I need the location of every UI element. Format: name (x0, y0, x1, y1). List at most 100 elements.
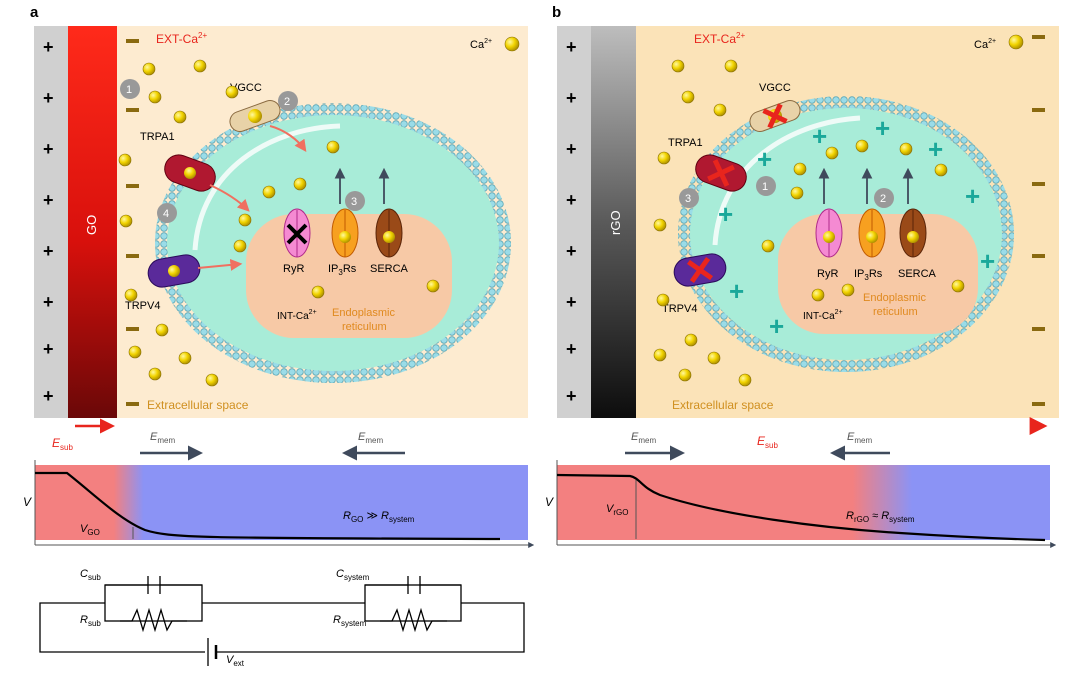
vgo-label: VGO (80, 523, 100, 537)
svg-text:+: + (43, 292, 54, 312)
svg-text:+: + (566, 339, 577, 359)
circuit-wire-left (39, 602, 205, 653)
relation-label-b: RrGO ≈ Rsystem (846, 510, 915, 524)
ryr-channel (283, 208, 311, 258)
step-1-marker: 1 (120, 79, 140, 99)
svg-text:4: 4 (163, 208, 169, 220)
system-rc-block (364, 584, 462, 622)
extracellular-space-label-b: Extracellular space (672, 398, 774, 412)
er-label-line1: Endoplasmic (332, 307, 395, 319)
emem-label-b-left: Emem (631, 431, 656, 445)
c-system-label: Csystem (336, 568, 370, 582)
ca-legend-label-b: Ca2+ (974, 38, 996, 51)
svg-text:+: + (43, 190, 54, 210)
trpa1-channel-b (695, 154, 747, 192)
svg-text:2: 2 (284, 96, 290, 108)
positive-charges-cell-b: +++ +++ +++ (718, 113, 995, 341)
ca-legend-icon (504, 36, 520, 52)
calcium-ions-a (118, 59, 440, 387)
ip3rs-channel (331, 208, 359, 258)
relation-label-a: RGO ≫ Rsystem (343, 510, 415, 524)
emem-label-b-right: Emem (847, 431, 872, 445)
vgcc-label-b: VGCC (759, 82, 791, 94)
negative-charges (126, 39, 139, 406)
potential-curve-b (556, 473, 1046, 542)
trpa1-label: TRPA1 (140, 131, 175, 143)
step-2-marker-b: 2 (874, 188, 894, 208)
svg-text:+: + (566, 139, 577, 159)
svg-text:+: + (566, 37, 577, 57)
potential-curve-a (35, 471, 501, 541)
ip3rs-label: IP3Rs (328, 263, 357, 277)
electrode-bar (34, 26, 68, 418)
panel-a-letter: a (30, 4, 39, 21)
rgo-bar-label: rGO (608, 210, 623, 235)
ryr-blocked-icon (286, 223, 308, 245)
cell-highlight (192, 123, 341, 251)
cell-highlight-b (712, 115, 861, 246)
svg-text:+: + (566, 292, 577, 312)
svg-text:+: + (566, 190, 577, 210)
positive-charges-b: +++ +++ ++ (566, 37, 577, 406)
vgcc-blocked-icon (762, 103, 788, 129)
svg-text:+: + (43, 339, 54, 359)
r-system-label: Rsystem (333, 614, 367, 628)
trpv4-channel-b (673, 253, 727, 287)
svg-text:+: + (43, 241, 54, 261)
trpv4-influx-arrow (197, 258, 243, 271)
panel-b-letter: b (552, 4, 561, 21)
circuit-labels: Csub Rsub Csystem Rsystem Vext (80, 568, 370, 668)
ext-ca-label-b: EXT-Ca2+ (694, 31, 745, 46)
int-ca-label: INT-Ca2+ (277, 309, 317, 322)
serca-label-b: SERCA (898, 268, 937, 280)
equivalent-circuit (39, 576, 525, 666)
svg-text:3: 3 (685, 193, 691, 205)
go-bar-label: GO (84, 215, 99, 235)
serca-channel-b (899, 208, 927, 258)
ryr-label-b: RyR (817, 268, 838, 280)
go-substrate-bar (68, 26, 117, 418)
panel-a: a +++ +++ ++ GO EXT-Ca2+ Ca2+ Endoplasmi… (23, 4, 535, 548)
panel-b: b +++ +++ ++ rGO EXT-Ca2+ Ca2+ Endoplasm… (545, 4, 1059, 548)
svg-text:+: + (769, 311, 784, 341)
vrgo-label: VrGO (606, 503, 628, 517)
svg-text:2: 2 (880, 193, 886, 205)
step-1-marker-b: 1 (756, 176, 776, 196)
ip3rs-label-b: IP3Rs (854, 268, 883, 282)
r-sub-label: Rsub (80, 614, 101, 628)
svg-text:1: 1 (762, 181, 768, 193)
er-label-line2: reticulum (342, 321, 387, 333)
svg-text:+: + (566, 88, 577, 108)
v-ext-label: Vext (226, 654, 245, 668)
vgcc-influx-arrow (269, 125, 307, 152)
vgcc-channel (229, 100, 281, 132)
svg-text:+: + (718, 199, 733, 229)
plot-a-v-axis-label: V (23, 495, 32, 509)
svg-text:3: 3 (351, 196, 357, 208)
trpa1-channel (164, 154, 216, 192)
trpv4-blocked-icon (686, 256, 714, 284)
trpv4-label-b: TRPV4 (662, 303, 697, 315)
svg-text:+: + (43, 139, 54, 159)
emem-label-a-right: Emem (358, 431, 383, 445)
svg-text:1: 1 (126, 84, 132, 96)
trpa1-label-b: TRPA1 (668, 137, 703, 149)
ext-ca-label: EXT-Ca2+ (156, 31, 207, 46)
svg-text:+: + (757, 144, 772, 174)
svg-text:+: + (43, 88, 54, 108)
svg-text:+: + (928, 134, 943, 164)
trpa1-influx-arrow (209, 184, 250, 212)
calcium-ions-b (653, 59, 965, 387)
svg-text:+: + (729, 276, 744, 306)
ca-legend-icon-b (1008, 34, 1024, 50)
step-3-marker: 3 (345, 191, 365, 211)
potential-plot-b-background (557, 465, 1050, 540)
emem-label-a-left: Emem (150, 431, 175, 445)
svg-text:+: + (875, 113, 890, 143)
int-ca-label-b: INT-Ca2+ (803, 309, 843, 322)
svg-text:+: + (812, 121, 827, 151)
svg-text:+: + (965, 181, 980, 211)
r-sub-resistor (120, 607, 187, 633)
trpv4-channel (147, 254, 201, 288)
c-sub-label: Csub (80, 568, 101, 582)
